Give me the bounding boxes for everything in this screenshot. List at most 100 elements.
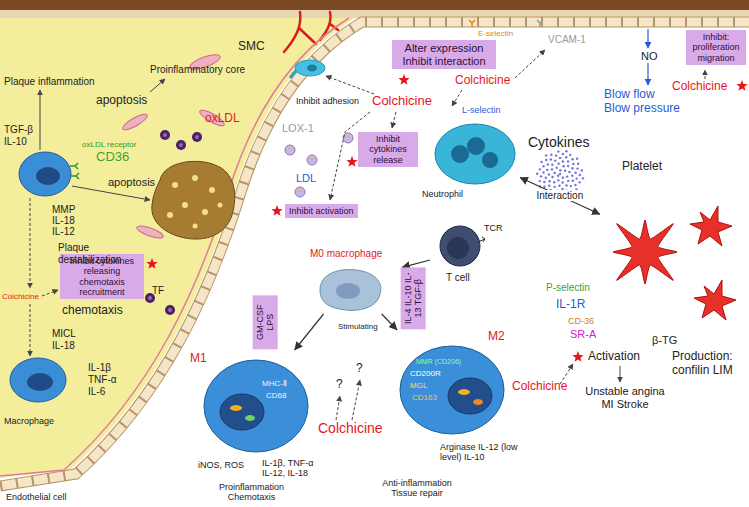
- no-arrow: [647, 29, 648, 48]
- red-star: [146, 74, 747, 362]
- cytokine-cloud: [581, 169, 583, 171]
- foam-cell: [167, 175, 223, 229]
- text-label: iNOS, ROS: [198, 460, 244, 470]
- cytokine-cloud: [567, 165, 569, 167]
- organelle: [230, 405, 242, 411]
- small-platelet: [694, 280, 736, 320]
- connector: [382, 314, 397, 330]
- text-label: β-TG: [652, 334, 677, 347]
- cell-body: [204, 360, 308, 452]
- cytokine-cloud: [565, 150, 567, 152]
- red-star: [736, 80, 747, 91]
- inhibition-arrow: [30, 304, 31, 356]
- cell-label: MHC-Ⅱ: [262, 380, 287, 389]
- cytokine-cloud: [550, 154, 552, 156]
- blood-vessel: [299, 28, 316, 44]
- cytokine-cloud: [547, 163, 549, 165]
- foam-cell: [152, 161, 235, 239]
- connector: [402, 260, 430, 267]
- red-star: [572, 351, 583, 362]
- no-arrow: [647, 63, 648, 85]
- red-star: [146, 258, 157, 269]
- cell-body: [400, 346, 504, 434]
- text-label: Cytokines: [528, 134, 589, 150]
- cytokine-cloud: [556, 166, 558, 168]
- connector: [295, 314, 324, 350]
- edge-label: Interaction: [535, 190, 586, 202]
- text-label: VCAM-1: [548, 34, 586, 46]
- cell-body: [440, 226, 480, 266]
- vessel-wall: [0, 18, 355, 478]
- cell-label: T cell: [446, 272, 470, 283]
- organelle: [473, 399, 483, 405]
- cd36-receptor: [71, 173, 79, 179]
- process-arrow: [40, 79, 620, 382]
- effect-box: Inhibit cytokines release: [358, 132, 418, 167]
- cytokine-cloud: [572, 163, 574, 165]
- cytokine-cloud: [566, 175, 568, 177]
- foam-cell: [152, 161, 235, 239]
- oxldl-particle: [176, 140, 186, 150]
- cytokine-cloud: [562, 153, 564, 155]
- lox1-cell: [295, 60, 325, 76]
- macrophage-node: M2MMR (CD206)CD200RMGLCD163: [390, 330, 508, 438]
- inhibition-arrow: [705, 70, 706, 79]
- cell-nucleus: [448, 378, 492, 414]
- platelet-node: Platelet: [600, 160, 690, 310]
- oxldl-particle: [163, 133, 167, 137]
- inhibition-arrow: [352, 380, 360, 420]
- cell-nucleus: [451, 145, 469, 163]
- adhesion-molecule: [537, 20, 543, 27]
- cytokine-cloud: [562, 165, 564, 167]
- text-label: oxLDL receptor: [82, 140, 136, 149]
- macrophage-node: M1MHC-ⅡCD68: [190, 350, 315, 455]
- foam-cell: [192, 175, 198, 181]
- cytokine-cloud: [554, 172, 556, 174]
- text-label: ?: [336, 378, 343, 392]
- cytokine-cloud: [543, 181, 545, 183]
- text-label: Blow pressure: [604, 102, 680, 116]
- stimulus-box: GM-CSF LPS: [253, 295, 278, 349]
- cd36-receptor: [70, 163, 79, 179]
- cell-nucleus: [467, 137, 485, 155]
- cell-nucleus: [482, 152, 498, 168]
- text-label: IL-6: [88, 386, 105, 398]
- neutrophil-node: NeutrophilL-selectin: [420, 106, 520, 203]
- text-label: Colchicine: [455, 74, 510, 88]
- cytokine-cloud: [546, 169, 548, 171]
- ldl-particle: [285, 145, 295, 155]
- text-label: Inhibit adhesion: [296, 96, 359, 106]
- text-label: Stimulating: [338, 322, 378, 331]
- cytokine-cloud: [576, 167, 578, 169]
- cytokine-cloud: [570, 185, 572, 187]
- cytokine-cloud: [559, 173, 561, 175]
- foam-cell: [209, 187, 215, 193]
- cell-label: CD200R: [410, 370, 441, 379]
- cytokine-cloud: [571, 174, 573, 176]
- cytokine-cloud: [548, 173, 550, 175]
- cell-label: L-selectin: [462, 106, 501, 116]
- cytokine-cloud: [561, 181, 563, 183]
- small-platelet: [690, 206, 732, 246]
- cytokine-cloud: [557, 150, 559, 152]
- vessel-wall: [0, 0, 749, 10]
- cytokine-cloud: [553, 186, 555, 188]
- text-label: IL-1β, TNF-α IL-12, IL-18: [262, 458, 324, 479]
- macrophage-cell: [36, 167, 60, 185]
- text-label: IL-18: [52, 340, 75, 352]
- text-label: LDL: [296, 172, 316, 185]
- text-label: E-selectin: [478, 29, 513, 38]
- blood-vessel: [284, 12, 300, 52]
- box-text: Inhibit activation: [289, 206, 354, 216]
- receptor-symbol: [478, 237, 485, 242]
- cytokine-cloud: [565, 184, 567, 186]
- cd36-receptor: [70, 163, 78, 169]
- ldl-core: [310, 159, 314, 161]
- adhesion-molecule: [469, 20, 543, 27]
- cell-shape: [600, 160, 690, 310]
- box-text: Inhibit cytokines release: [362, 134, 414, 165]
- text-label: Macrophage: [4, 416, 54, 426]
- cell-shape: [390, 330, 508, 438]
- macrophage-node: M0 macrophage: [298, 248, 402, 314]
